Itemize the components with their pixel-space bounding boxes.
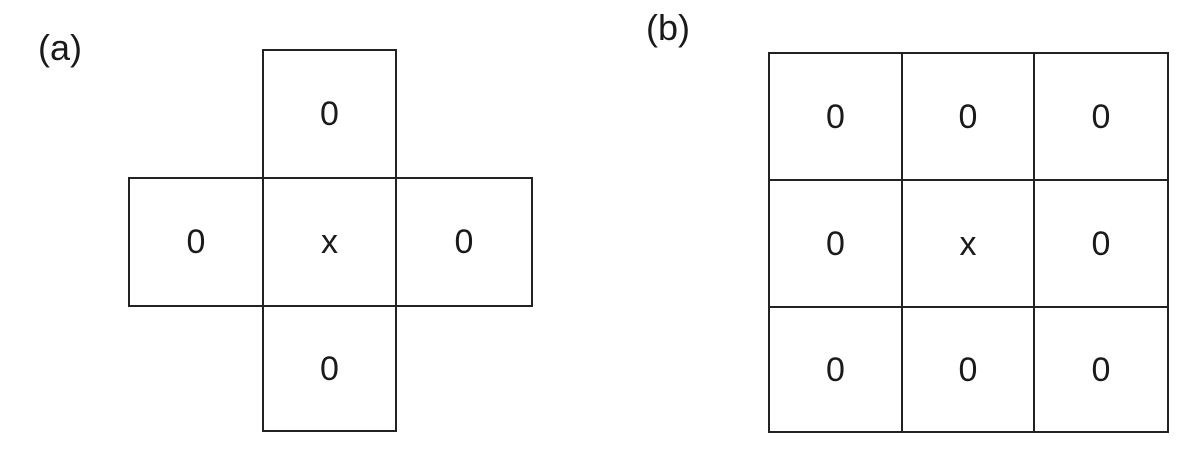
center-cell: x (262, 177, 397, 307)
grid-cell-r2-c2: 0 (1091, 350, 1111, 389)
neighbor-cell-left: 0 (128, 177, 264, 307)
neighbor-cell-top: 0 (262, 49, 397, 179)
grid-cell-r2-c0: 0 (770, 308, 903, 431)
neighborhood-grid: 0 0 0 0 x 0 0 0 0 (768, 52, 1169, 433)
neighbor-cell-bottom: 0 (262, 305, 397, 432)
grid-cell-r0-c0: 0 (770, 54, 903, 181)
grid-cell-r2-c1: 0 (903, 308, 1035, 431)
neighbor-cell-right: 0 (395, 177, 533, 307)
grid-cell-r0-c1: 0 (903, 54, 1035, 181)
grid-cell-r0-c2: 0 (1035, 54, 1167, 181)
panel-a-label: (a) (38, 27, 82, 68)
grid-cell-center: x (903, 181, 1035, 308)
grid-cell-r1-c0: 0 (770, 181, 903, 308)
grid-cell-r1-c2: 0 (1035, 181, 1167, 308)
panel-b-label: (b) (646, 7, 690, 48)
